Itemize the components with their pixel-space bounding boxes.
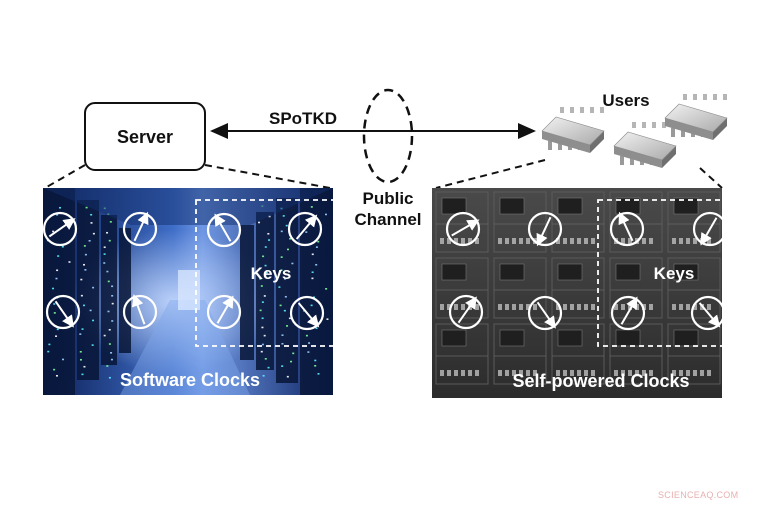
left-panel-server-room [43,188,333,395]
channel-ellipse [362,88,414,184]
users-projection-lines [435,159,723,189]
clock-dial-icon [448,294,484,330]
users-label: Users [602,91,649,110]
right-keys-label: Keys [654,264,695,283]
server-label: Server [117,127,173,147]
channel-label-line2: Channel [354,210,421,229]
clock-dial-icon [206,212,242,248]
server-projection-lines [44,164,331,189]
watermark-text: SCIENCEAQ.COM [658,490,739,500]
clock-dial-icon [42,211,78,247]
clock-dial-icon [527,295,563,331]
chip-icon [613,122,677,168]
left-keys-box [195,199,337,347]
clock-dial-icon [289,295,325,331]
clock-dial-icon [122,211,158,247]
left-keys-label: Keys [251,264,292,283]
clock-dial-icon [692,211,728,247]
clock-dial-icon [445,211,481,247]
channel-label-line1: Public [362,189,413,208]
clock-dial-icon [610,295,646,331]
clock-dial-icon [45,294,81,330]
clock-dial-icon [527,211,563,247]
protocol-label: SPoTKD [269,109,337,128]
right-keys-box [597,199,729,347]
clock-dial-icon [609,211,645,247]
clock-dial-icon [122,294,158,330]
clock-dial-icon [287,211,323,247]
clock-dial-icon [206,294,242,330]
chip-icon [664,94,728,140]
chip-icon [541,107,605,153]
user-chips [541,94,728,168]
left-caption: Software Clocks [120,370,260,390]
server-box: Server [84,102,206,171]
right-caption: Self-powered Clocks [512,371,689,391]
clock-dials [42,211,728,331]
clock-dial-icon [690,295,726,331]
